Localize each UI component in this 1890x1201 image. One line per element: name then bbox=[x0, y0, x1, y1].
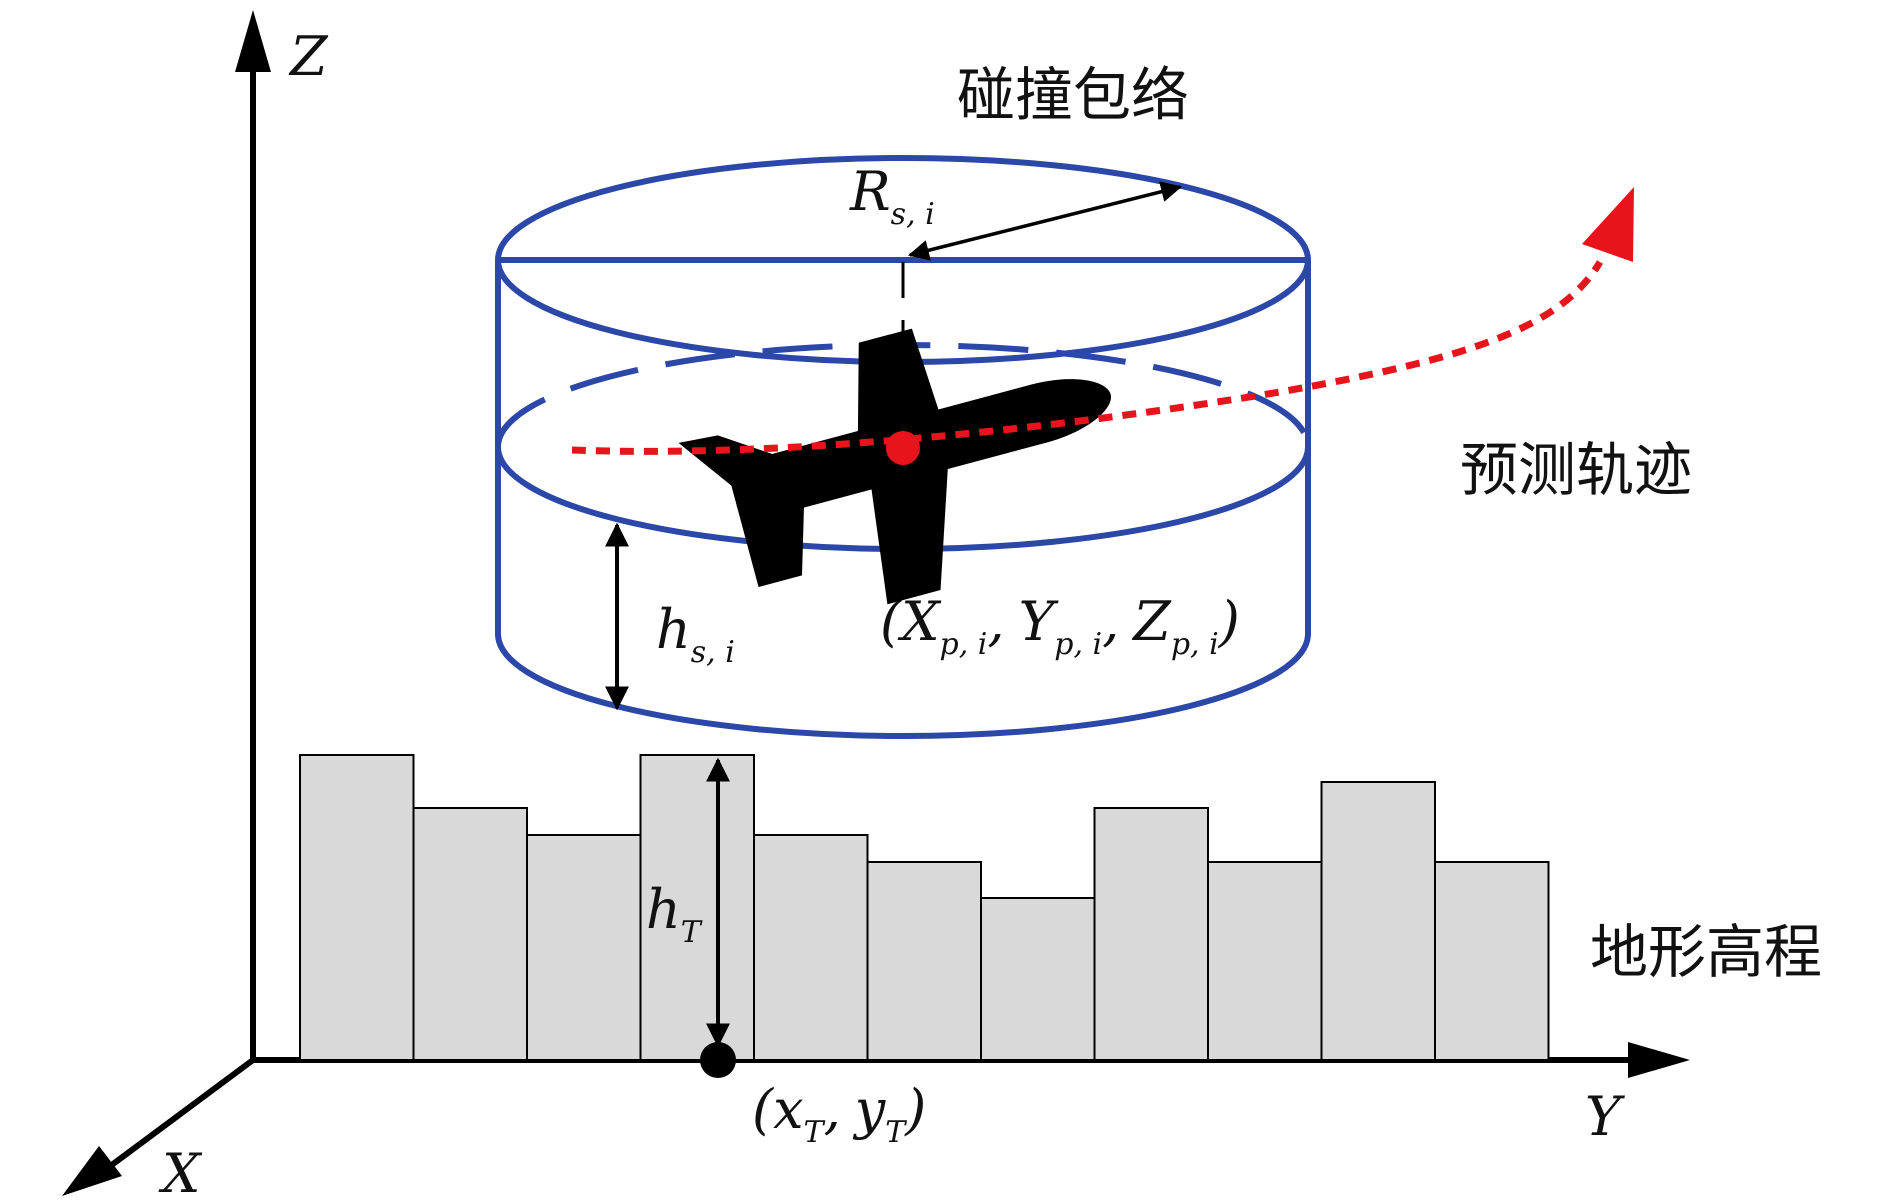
radius-arrow bbox=[907, 181, 1183, 261]
z-axis-arrowhead bbox=[235, 10, 271, 72]
terrain-bar bbox=[1207, 861, 1323, 1061]
terrain-bar bbox=[753, 834, 869, 1061]
terrain-bar bbox=[980, 897, 1096, 1061]
y-axis-label: Y bbox=[1585, 1085, 1625, 1148]
predicted-trajectory-path bbox=[571, 260, 1604, 455]
terrain-point-dot bbox=[700, 1042, 736, 1078]
terrain-bar bbox=[639, 754, 755, 1061]
terrain-bar bbox=[1320, 781, 1436, 1061]
terrain-height-label: hT bbox=[646, 878, 703, 950]
terrain-bar bbox=[526, 834, 642, 1061]
x-axis-arrowhead bbox=[62, 1146, 122, 1196]
z-axis-label: Z bbox=[288, 25, 329, 88]
y-axis-arrowhead bbox=[1628, 1042, 1690, 1078]
terrain-point-label: (xT,yT) bbox=[752, 1078, 926, 1150]
aircraft-position-label: (Xp, i,Yp, i,Zp, i) bbox=[880, 590, 1240, 662]
x-axis-label: X bbox=[158, 1142, 203, 1201]
terrain-bar bbox=[412, 807, 528, 1061]
safety-height-label: hs, i bbox=[656, 598, 735, 670]
cylinder-bottom-front bbox=[495, 633, 1311, 739]
terrain-bars bbox=[299, 754, 1550, 1061]
collision-envelope-label: 碰撞包络 bbox=[957, 61, 1189, 129]
terrain-bar bbox=[866, 861, 982, 1061]
airplane-icon bbox=[678, 328, 1111, 605]
radius-label: Rs, i bbox=[849, 160, 935, 232]
trajectory-arrowhead bbox=[1582, 187, 1634, 262]
aircraft-position-dot bbox=[886, 431, 920, 465]
terrain-elevation-label: 地形高程 bbox=[1590, 918, 1822, 986]
terrain-bar bbox=[1093, 807, 1209, 1061]
predicted-trajectory-label: 预测轨迹 bbox=[1460, 436, 1692, 504]
terrain-bar bbox=[1434, 861, 1550, 1061]
x-axis bbox=[103, 1057, 255, 1173]
terrain-bar bbox=[299, 754, 415, 1061]
